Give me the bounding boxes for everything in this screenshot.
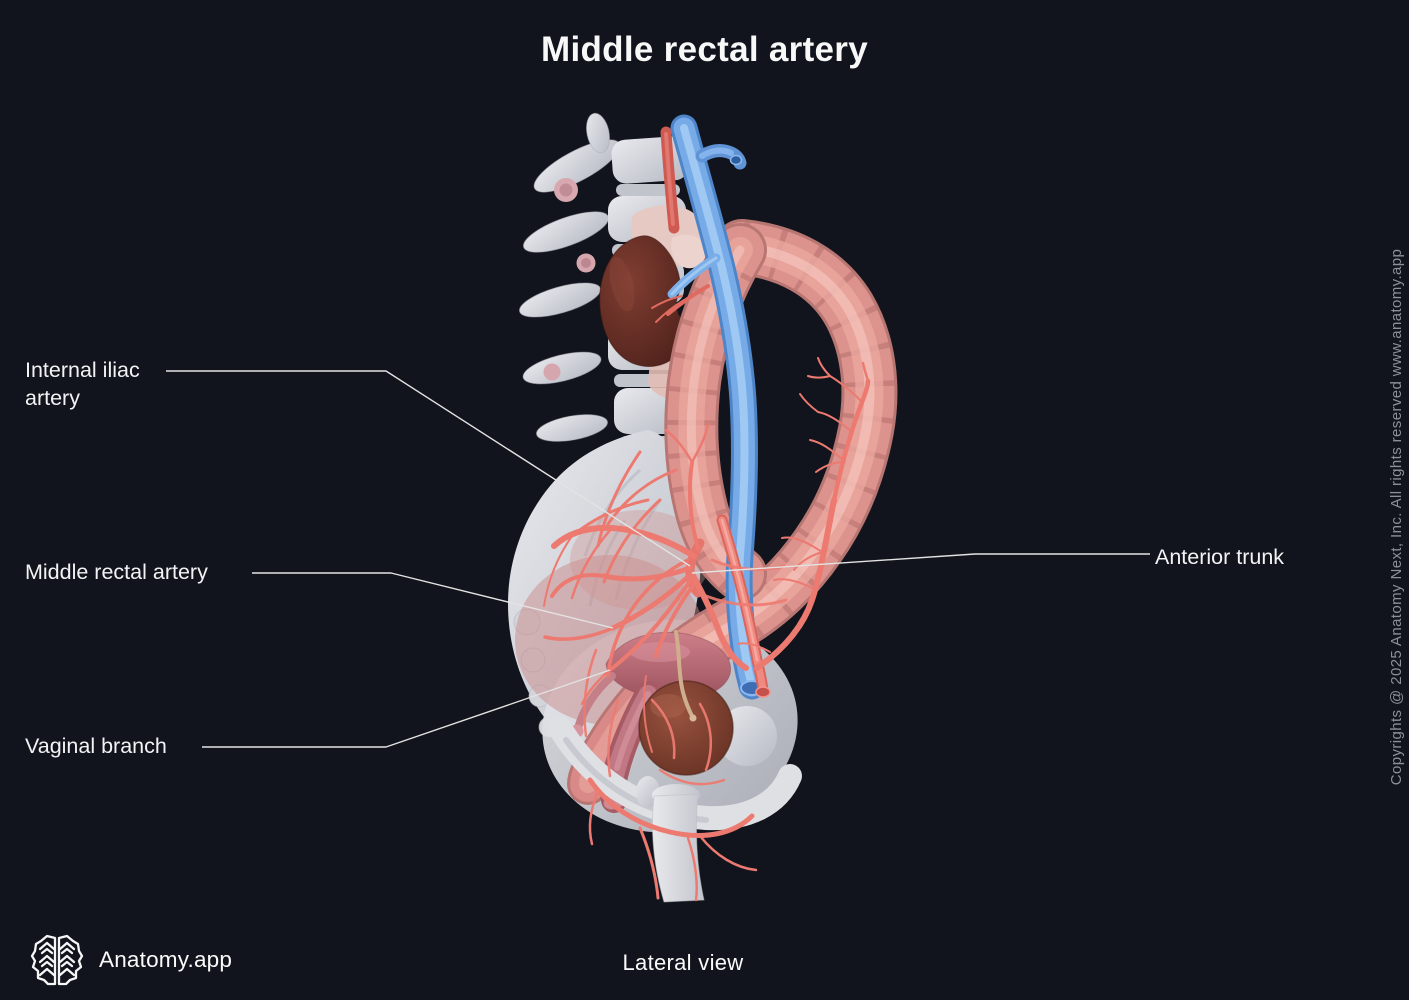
kidney — [599, 235, 688, 367]
leader-anterior-trunk — [691, 553, 1150, 574]
label-internal-iliac-artery: Internal iliac artery — [25, 358, 140, 410]
leader-vaginal-branch — [202, 669, 611, 748]
label-middle-rectal-artery: Middle rectal artery — [25, 560, 208, 584]
renal-artery — [651, 284, 710, 323]
superior-rectal-artery — [737, 357, 871, 671]
brand: Anatomy.app — [30, 932, 232, 988]
brand-name: Anatomy.app — [99, 947, 233, 972]
aorta-artery — [660, 126, 680, 234]
copyright-notice: Copyrights @ 2025 Anatomy Next, Inc. All… — [1388, 248, 1405, 786]
leader-middle-rectal — [252, 572, 614, 629]
femur-bone — [548, 716, 802, 903]
label-anterior-trunk: Anterior trunk — [1155, 545, 1285, 569]
artery-network — [543, 357, 871, 902]
label-vaginal-branch: Vaginal branch — [25, 734, 167, 758]
ureter — [674, 630, 694, 718]
page-title: Middle rectal artery — [541, 30, 868, 69]
brain-icon — [30, 934, 84, 986]
facet-spots — [543, 178, 596, 381]
view-caption: Lateral view — [622, 950, 744, 975]
leader-lines — [166, 370, 1150, 748]
leader-internal-iliac — [166, 370, 691, 567]
